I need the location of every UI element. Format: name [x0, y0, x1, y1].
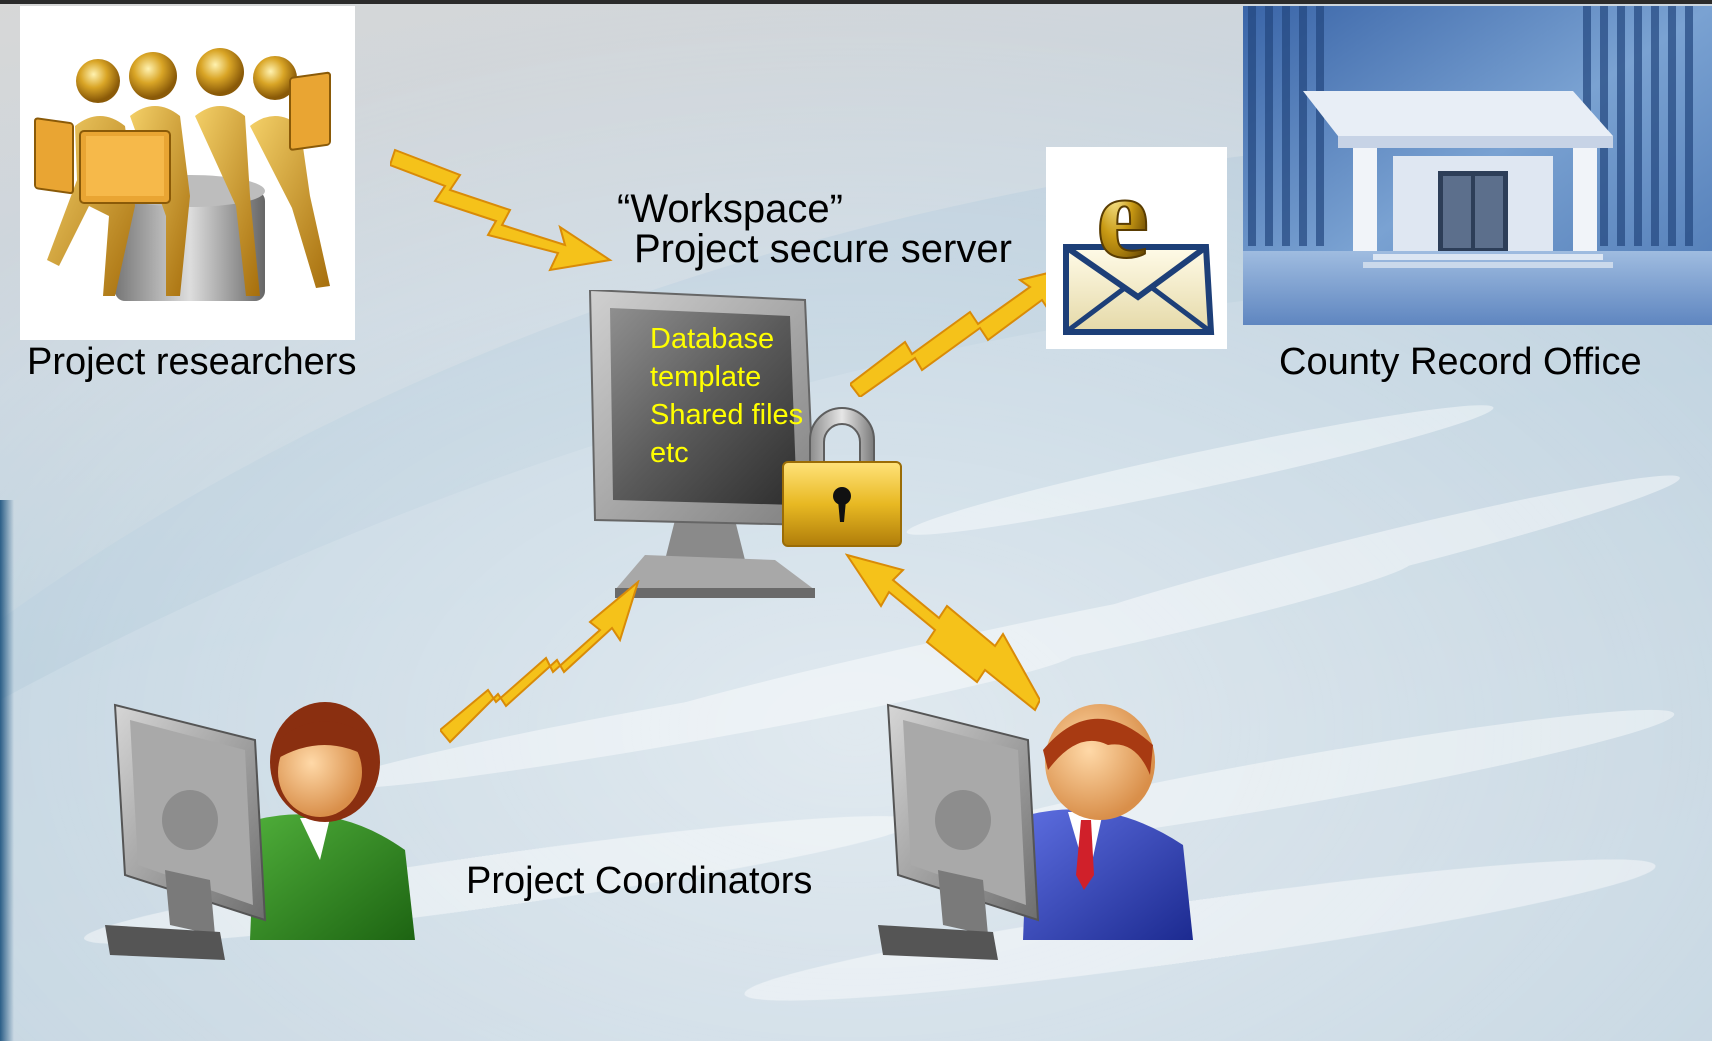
lightning-arrow-researchers	[390, 148, 613, 272]
coordinators-label: Project Coordinators	[466, 860, 813, 902]
coordinator-woman-icon	[105, 702, 415, 960]
server-item-database: Database	[650, 323, 775, 355]
server-monitor-icon	[588, 290, 817, 598]
record-office-label: County Record Office	[1279, 341, 1642, 383]
lightning-arrow-server-email	[850, 265, 1074, 397]
email-envelope-icon: e	[1046, 147, 1227, 349]
lightning-arrow-icon	[850, 265, 1074, 397]
lightning-arrow-coordinator-right	[845, 553, 1040, 712]
lightning-arrow-coordinator-left	[440, 580, 640, 744]
researchers-figures-icon	[20, 6, 355, 340]
coordinator-man-icon	[878, 703, 1193, 960]
server-item-shared-files: Shared files	[650, 399, 804, 431]
workspace-label: “Workspace”	[617, 187, 843, 231]
server-contents-list: Database template Shared files etc	[650, 320, 803, 472]
svg-text:e: e	[1096, 150, 1149, 283]
secure-server-label: Project secure server	[634, 227, 1012, 271]
lightning-arrow-icon	[440, 580, 640, 744]
server-item-etc: etc	[650, 437, 689, 469]
server-item-template: template	[650, 361, 762, 393]
lightning-arrow-icon	[390, 148, 613, 272]
researchers-label: Project researchers	[27, 341, 357, 383]
office-building-icon	[1243, 6, 1712, 325]
lightning-arrow-icon	[845, 553, 1040, 712]
padlock-icon	[782, 407, 902, 547]
